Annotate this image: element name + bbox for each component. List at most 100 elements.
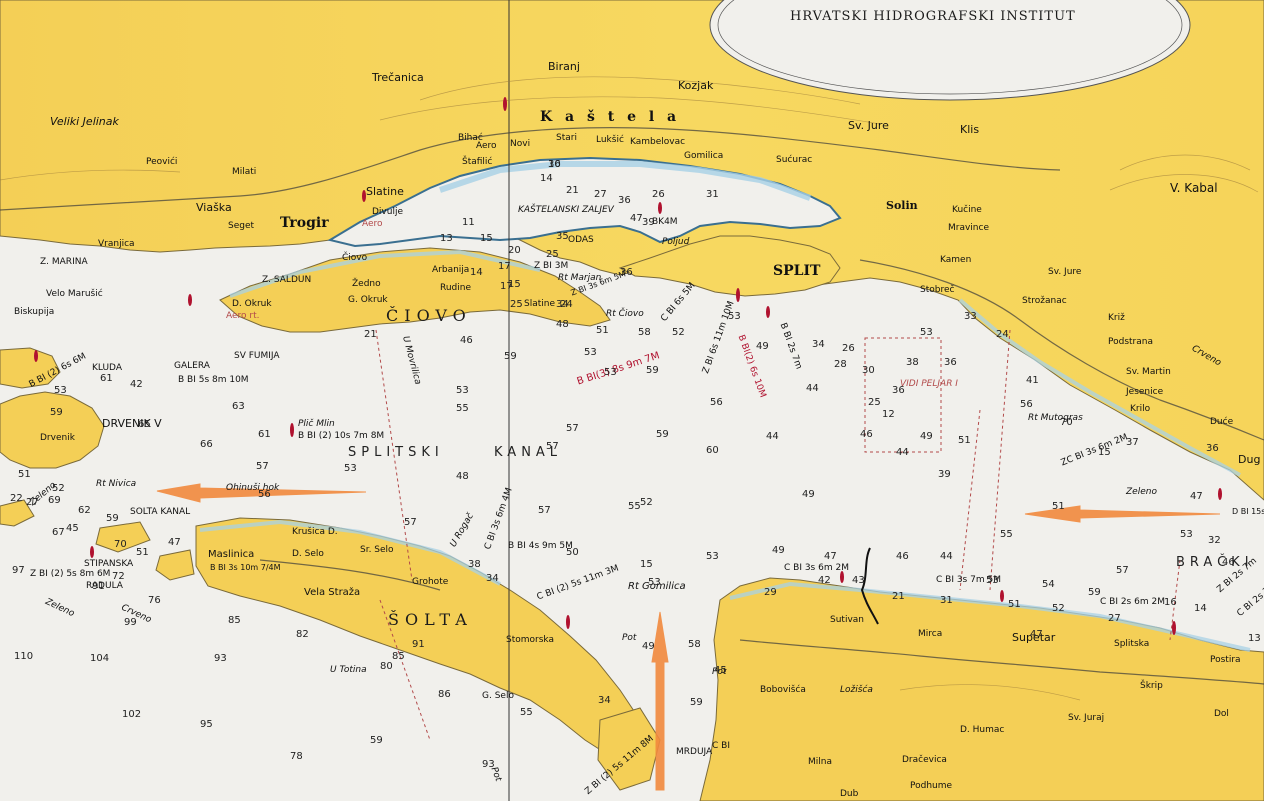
depth-sounding: 59	[1088, 587, 1101, 598]
depth-sounding: 29	[764, 587, 777, 598]
place-rt-marjan: Rt Marjan	[558, 273, 602, 283]
place-d-selo: D. Selo	[292, 549, 324, 559]
depth-sounding: 57	[566, 423, 579, 434]
light-label: C BI 3s 6m 2M	[784, 563, 849, 573]
place-slatine: Slatine	[366, 185, 404, 198]
depth-sounding: 25	[510, 299, 523, 310]
place-drvenik-v: DRVENIK V	[102, 417, 162, 430]
depth-sounding: 15	[508, 279, 521, 290]
place-sv-juraj: Sv. Juraj	[1068, 713, 1105, 723]
label-pot-2: Pot	[712, 667, 727, 677]
place-kriz: Križ	[1108, 313, 1125, 323]
place-mrduja: MRDUJA	[676, 747, 713, 757]
depth-sounding: 55	[628, 501, 641, 512]
depth-sounding: 56	[258, 489, 271, 500]
hand-line	[860, 547, 879, 625]
depth-sounding: 48	[556, 319, 569, 330]
place-stobrec: Stobreč	[920, 285, 955, 295]
depth-sounding: 51	[1008, 599, 1021, 610]
depth-sounding: 36	[1206, 443, 1219, 454]
depth-sounding: 53	[54, 385, 67, 396]
depth-sounding: 59	[50, 407, 63, 418]
depth-sounding: 72	[112, 571, 125, 582]
depth-sounding: 49	[802, 489, 815, 500]
depth-sounding: 46	[896, 551, 909, 562]
depth-sounding: 53	[584, 347, 597, 358]
place-v-kabal: V. Kabal	[1170, 181, 1218, 195]
depth-sounding: 55	[520, 707, 533, 718]
place-zedno: Žedno	[352, 279, 381, 289]
place-g-selo: G. Selo	[482, 691, 514, 701]
depth-sounding: 39	[642, 217, 655, 228]
depth-sounding: 43	[852, 575, 865, 586]
light-label: B BI 4s 9m 5M	[508, 541, 573, 551]
drvenik-island	[0, 391, 105, 469]
place-sv-jure-top: Sv. Jure	[848, 119, 889, 132]
depth-sounding: 93	[482, 759, 495, 770]
shallow-line	[729, 581, 1251, 652]
place-gomilica: Gomilica	[684, 151, 724, 161]
depth-sounding: 14	[540, 173, 553, 184]
depth-sounding: 85	[392, 651, 405, 662]
place-stomorska: Stomorska	[506, 635, 554, 645]
place-novi: Novi	[510, 139, 531, 149]
region-ciovo: ČIOVO	[386, 306, 472, 325]
depth-sounding: 91	[92, 581, 105, 592]
depth-sounding: 15	[640, 559, 653, 570]
depth-sounding: 31	[940, 595, 953, 606]
place-kastelanski-zaljev: KAŠTELANSKI ZALJEV	[518, 205, 614, 215]
depth-sounding: 51	[958, 435, 971, 446]
depth-sounding: 59	[690, 697, 703, 708]
depth-sounding: 44	[766, 431, 779, 442]
roads	[0, 127, 1264, 685]
depth-sounding: 21	[892, 591, 905, 602]
arrow-west-right	[1024, 505, 1221, 523]
region-split-channel-2: KANAL	[494, 445, 563, 460]
place-rt-mutogras: Rt Mutogras	[1028, 413, 1083, 423]
place-jesenice: Jesenice	[1126, 387, 1164, 397]
depth-sounding: 52	[52, 483, 65, 494]
depth-sounding: 38	[468, 559, 481, 570]
cartouche	[709, 0, 1191, 101]
depth-sounding: 34	[598, 695, 611, 706]
depth-sounding: 62	[78, 505, 91, 516]
place-sv-jure-right: Sv. Jure	[1048, 267, 1082, 277]
arrow-north	[651, 611, 669, 791]
depth-sounding: 56	[710, 397, 723, 408]
depth-sounding: 69	[48, 495, 61, 506]
place-rt-gomilica: Rt Gomilica	[628, 581, 686, 592]
place-kozjak: Kozjak	[678, 79, 714, 92]
place-vela-straza: Vela Straža	[304, 587, 361, 598]
place-split: SPLIT	[773, 263, 821, 279]
depth-sounding: 25	[868, 397, 881, 408]
light-label: B BI 5s 8m 10M	[178, 375, 249, 385]
place-kucine: Kučine	[952, 205, 982, 215]
depth-sounding: 36	[944, 357, 957, 368]
place-lozisca: Ložišća	[840, 685, 873, 695]
depth-sounding: 25	[546, 249, 559, 260]
depth-sounding: 49	[642, 641, 655, 652]
depth-sounding: 53	[604, 367, 617, 378]
depth-sounding: 53	[1180, 529, 1193, 540]
label-ohinusi-hok: Ohinuši hok	[226, 483, 280, 493]
depth-sounding: 37	[1126, 437, 1139, 448]
place-d-okruk: D. Okruk	[232, 299, 272, 309]
label-aero-top: Aero	[476, 141, 497, 151]
place-stipanska: STIPANSKA	[84, 559, 134, 569]
islet	[597, 707, 661, 791]
place-klis: Klis	[960, 123, 980, 136]
depth-sounding: 59	[106, 513, 119, 524]
label-pot-1: Pot	[622, 633, 637, 643]
split-peninsula	[618, 235, 841, 297]
depth-sounding: 61	[100, 373, 113, 384]
institute-title: HRVATSKI HIDROGRAFSKI INSTITUT	[790, 9, 1076, 24]
depth-sounding: 91	[412, 639, 425, 650]
depth-sounding: 47	[1030, 629, 1043, 640]
place-veliki-jelinak: Veliki Jelinak	[50, 115, 119, 128]
place-peovici: Peovići	[146, 157, 178, 167]
depth-sounding: 47	[824, 551, 837, 562]
place-poljud: Poljud	[662, 237, 690, 247]
label-u-totina: U Totina	[330, 665, 367, 675]
orange-arrows	[156, 483, 1221, 791]
